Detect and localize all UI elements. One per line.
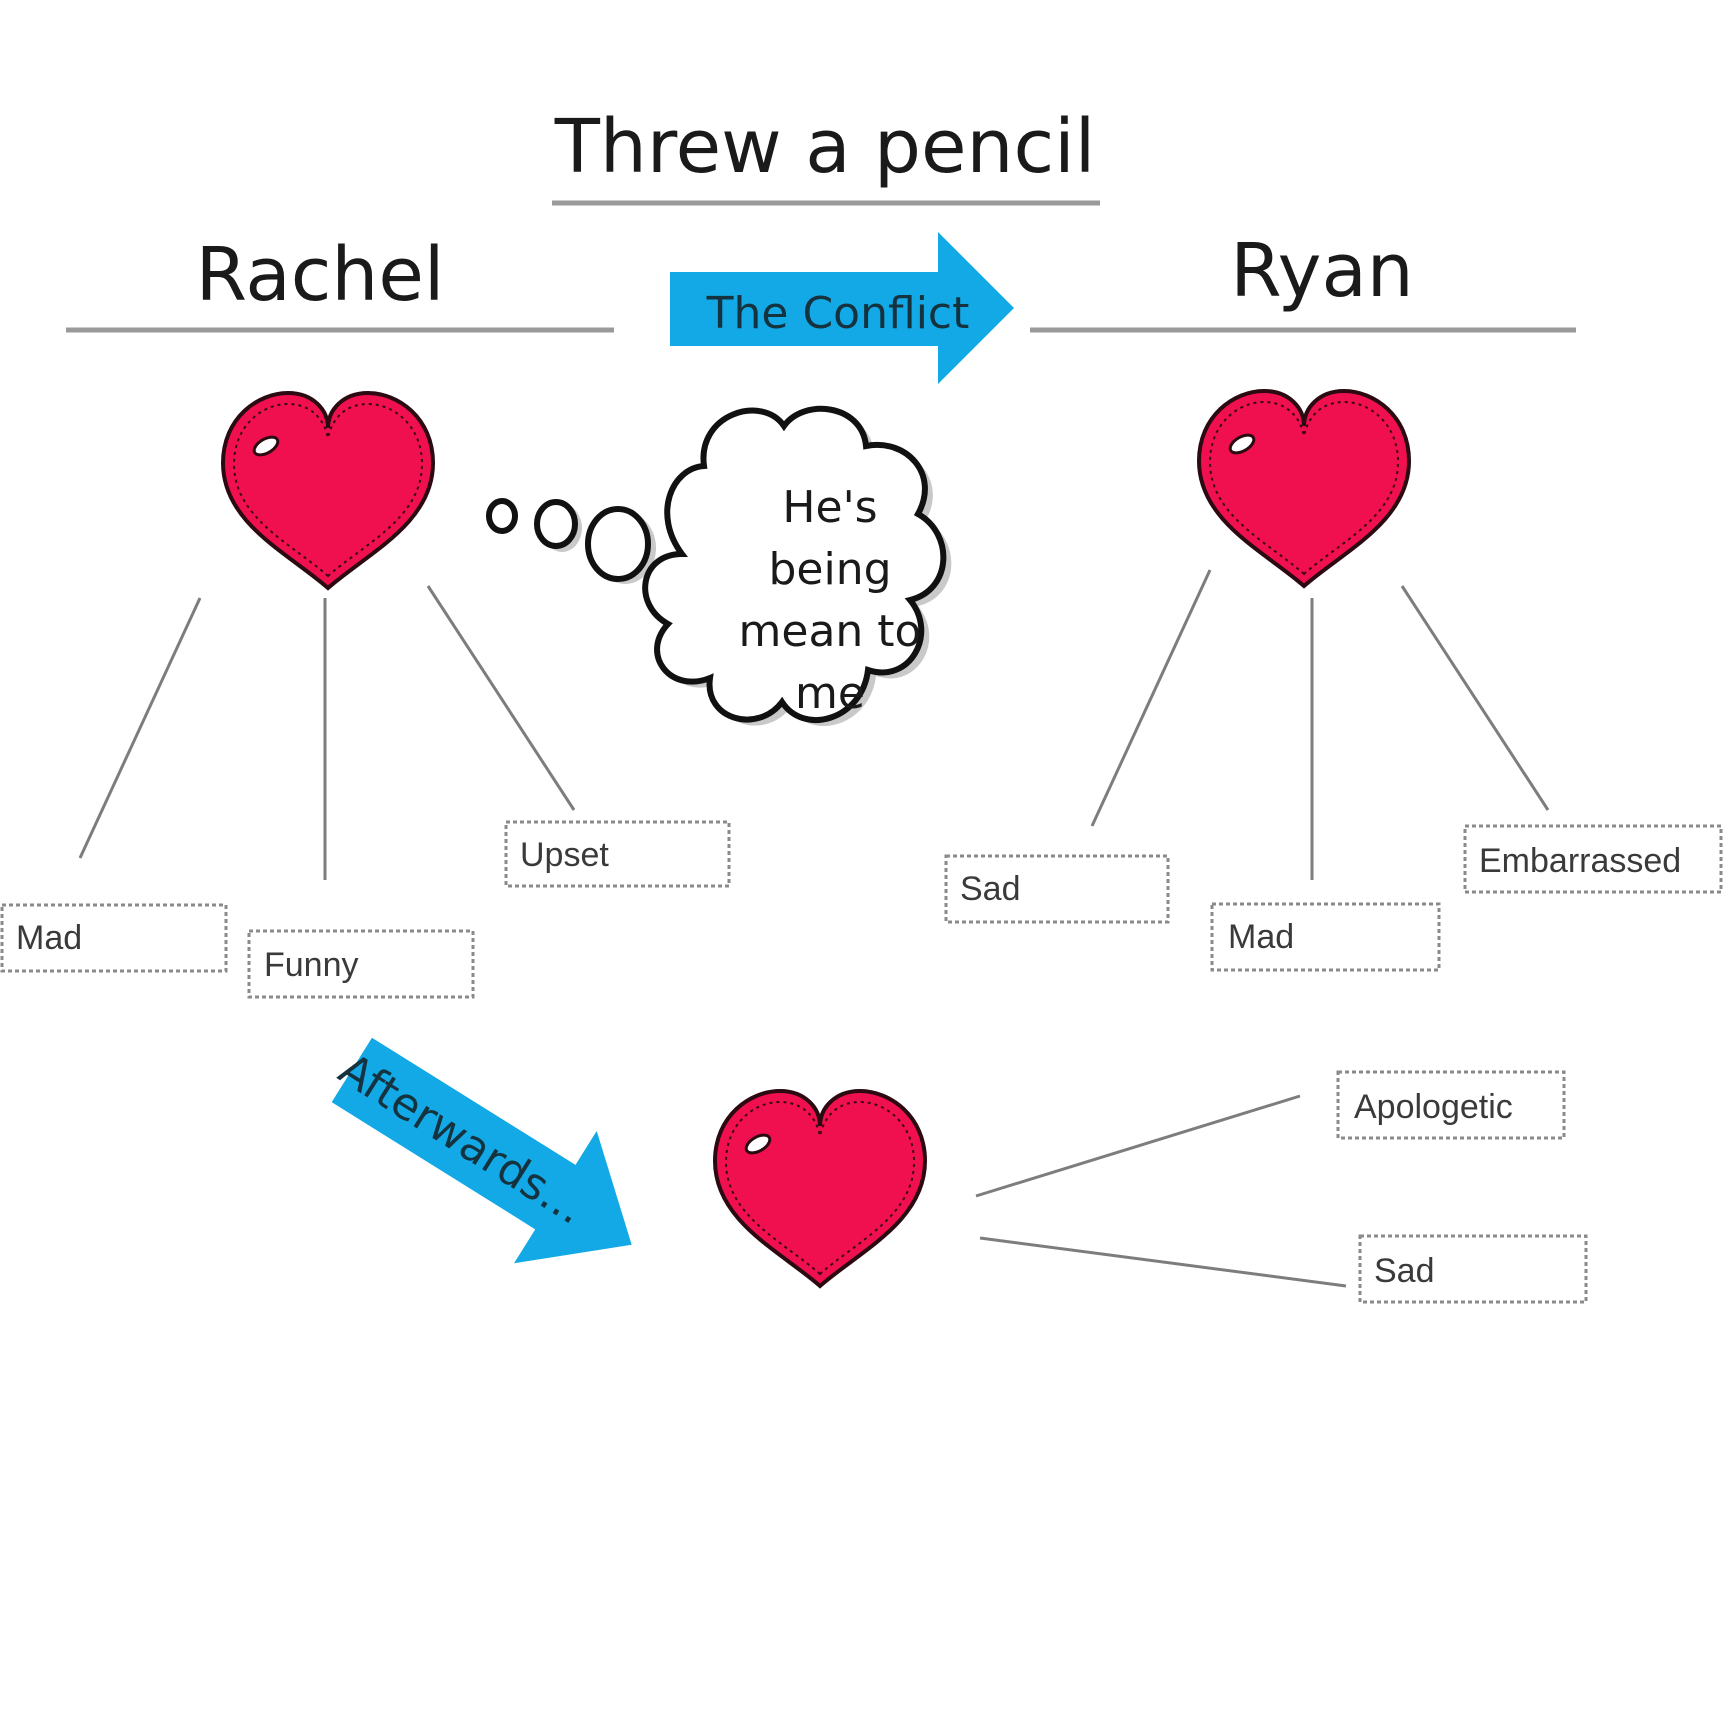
afterwards-feeling-sad: Sad bbox=[1374, 1252, 1435, 1290]
afterwards-arrow: Afterwards... bbox=[330, 1037, 632, 1264]
afterwards-connector-sad bbox=[979, 1236, 1347, 1288]
conflict-arrow: The Conflict bbox=[670, 232, 1014, 384]
rachel-feeling-funny: Funny bbox=[264, 946, 359, 984]
afterwards-connector-apologetic bbox=[975, 1094, 1301, 1198]
rachel-feeling-box: Upset bbox=[504, 820, 731, 888]
thought-bubble-icon: He's being mean to me bbox=[486, 405, 952, 727]
rachel-heart-icon bbox=[221, 391, 435, 590]
arrow-right-icon bbox=[331, 1037, 632, 1264]
title: Threw a pencil bbox=[554, 104, 1096, 190]
ryan-feeling-box: Sad bbox=[944, 854, 1170, 924]
arrow-right-icon bbox=[670, 232, 1014, 384]
rachel-feeling-mad: Mad bbox=[16, 919, 82, 957]
rachel-feeling-upset: Upset bbox=[520, 836, 609, 874]
rachel-feeling-box: Funny bbox=[247, 929, 475, 999]
afterwards-feeling-apologetic: Apologetic bbox=[1354, 1088, 1513, 1126]
rachel-feeling-box: Mad bbox=[0, 903, 228, 973]
afterwards-arrow-label: Afterwards... bbox=[330, 1044, 593, 1235]
ryan-feeling-box: Mad bbox=[1210, 902, 1441, 972]
rachel-connector-upset bbox=[426, 585, 576, 811]
conflict-arrow-label: The Conflict bbox=[706, 288, 970, 339]
rachel-connector-mad bbox=[78, 597, 202, 859]
ryan-feeling-sad: Sad bbox=[960, 870, 1021, 908]
ryan-connector-embarrassed bbox=[1400, 585, 1550, 811]
thought-line-1: He's bbox=[782, 482, 877, 533]
ryan-heart-icon bbox=[1197, 389, 1411, 588]
afterwards-feeling-box: Sad bbox=[1358, 1234, 1588, 1304]
thought-line-4: me bbox=[795, 668, 865, 719]
thought-line-2: being bbox=[768, 544, 891, 595]
ryan-feeling-mad: Mad bbox=[1228, 918, 1294, 956]
afterwards-heart-icon bbox=[713, 1089, 927, 1288]
left-person-name: Rachel bbox=[196, 232, 445, 318]
ryan-feeling-box: Embarrassed bbox=[1463, 824, 1723, 894]
thought-line-3: mean to bbox=[739, 606, 922, 657]
ryan-feeling-embarrassed: Embarrassed bbox=[1479, 842, 1681, 880]
afterwards-feeling-box: Apologetic bbox=[1336, 1070, 1566, 1140]
right-person-name: Ryan bbox=[1230, 228, 1413, 314]
ryan-connector-sad bbox=[1090, 569, 1212, 827]
